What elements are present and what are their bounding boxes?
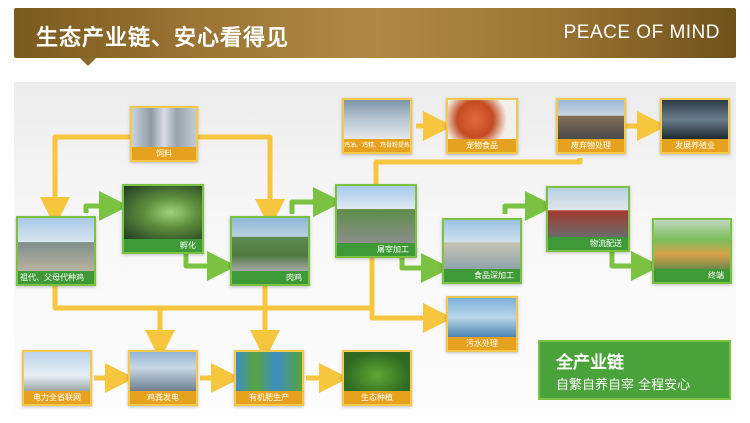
eco-planting-image <box>344 352 410 391</box>
broiler-image <box>232 218 308 271</box>
link-hatch-broiler <box>183 251 237 281</box>
link-broiler-slaughter <box>289 187 343 217</box>
node-manure-power: 鸡粪发电 <box>128 350 198 406</box>
node-label: 食品深加工 <box>444 269 520 282</box>
node-eco-planting: 生态种植 <box>342 350 412 406</box>
node-label: 祖代、父母代种鸡 <box>18 271 94 284</box>
node-label: 发展养殖业 <box>662 139 728 152</box>
sewage-image <box>448 298 516 337</box>
link-feed-to-breeder <box>40 134 130 227</box>
node-label: 电力全省联网 <box>24 391 90 404</box>
node-label: 饲料 <box>132 147 196 160</box>
node-label: 宠物食品 <box>448 139 516 152</box>
node-label: 鸡粪发电 <box>130 391 196 404</box>
manure-power-image <box>130 352 196 391</box>
pet-food-image <box>448 100 516 139</box>
grid-image <box>24 352 90 391</box>
link-logistics-terminal <box>609 251 661 281</box>
breeder-image <box>18 218 94 271</box>
node-breeder: 祖代、父母代种鸡 <box>16 216 96 286</box>
node-byproducts: 鸡油、鸡精、鸡骨粉提炼 <box>342 98 412 154</box>
header-banner: 生态产业链、安心看得见 PEACE OF MIND <box>14 8 736 58</box>
full-chain-subtitle: 自繁自养自宰 全程安心 <box>556 378 691 393</box>
node-fertilizer: 有机肥生产 <box>234 350 304 406</box>
full-chain-box: 全产业链 自繁自养自宰 全程安心 <box>538 340 731 400</box>
node-label: 污水处理 <box>448 337 516 350</box>
fertilizer-image <box>236 352 302 391</box>
aquaculture-image <box>662 100 728 139</box>
slaughter-image <box>337 186 415 243</box>
node-grid: 电力全省联网 <box>22 350 92 406</box>
banner-notch <box>80 58 96 66</box>
node-deep-processing: 食品深加工 <box>442 218 522 284</box>
link-slaughter-to-sewage <box>369 258 453 333</box>
hatch-image <box>124 186 202 239</box>
feed-image <box>132 108 196 147</box>
node-label: 孵化 <box>124 239 202 252</box>
link-deep-logistics <box>502 191 555 221</box>
waste-image <box>558 100 624 139</box>
full-chain-title: 全产业链 <box>556 353 624 373</box>
deep-processing-image <box>444 220 520 269</box>
byproducts-image <box>344 100 410 139</box>
node-logistics: 物流配送 <box>546 186 630 252</box>
link-slaughter-deep <box>399 253 451 283</box>
link-feed-to-broiler <box>198 134 285 229</box>
node-feed: 饲料 <box>130 106 198 162</box>
node-waste: 废弃物处理 <box>556 98 626 154</box>
logistics-image <box>548 188 628 237</box>
node-pet-food: 宠物食品 <box>446 98 518 154</box>
node-broiler: 肉鸡 <box>230 216 310 286</box>
node-label: 鸡油、鸡精、鸡骨粉提炼 <box>344 139 410 152</box>
node-hatch: 孵化 <box>122 184 204 254</box>
terminal-image <box>654 220 730 269</box>
node-label: 终端 <box>654 269 730 282</box>
node-label: 物流配送 <box>548 237 628 250</box>
link-breeder-hatch <box>83 191 129 221</box>
node-label: 废弃物处理 <box>558 139 624 152</box>
page-title: 生态产业链、安心看得见 <box>36 26 290 51</box>
page-subtitle: PEACE OF MIND <box>563 22 720 43</box>
link-breeder-down <box>52 286 372 311</box>
node-label: 生态种植 <box>344 391 410 404</box>
node-label: 肉鸡 <box>232 271 308 284</box>
link-slaughter-up <box>373 159 583 184</box>
node-label: 有机肥生产 <box>236 391 302 404</box>
node-terminal: 终端 <box>652 218 732 284</box>
node-label: 屠宰加工 <box>337 243 415 256</box>
node-sewage: 污水处理 <box>446 296 518 352</box>
node-aquaculture: 发展养殖业 <box>660 98 730 154</box>
node-slaughter: 屠宰加工 <box>335 184 417 258</box>
